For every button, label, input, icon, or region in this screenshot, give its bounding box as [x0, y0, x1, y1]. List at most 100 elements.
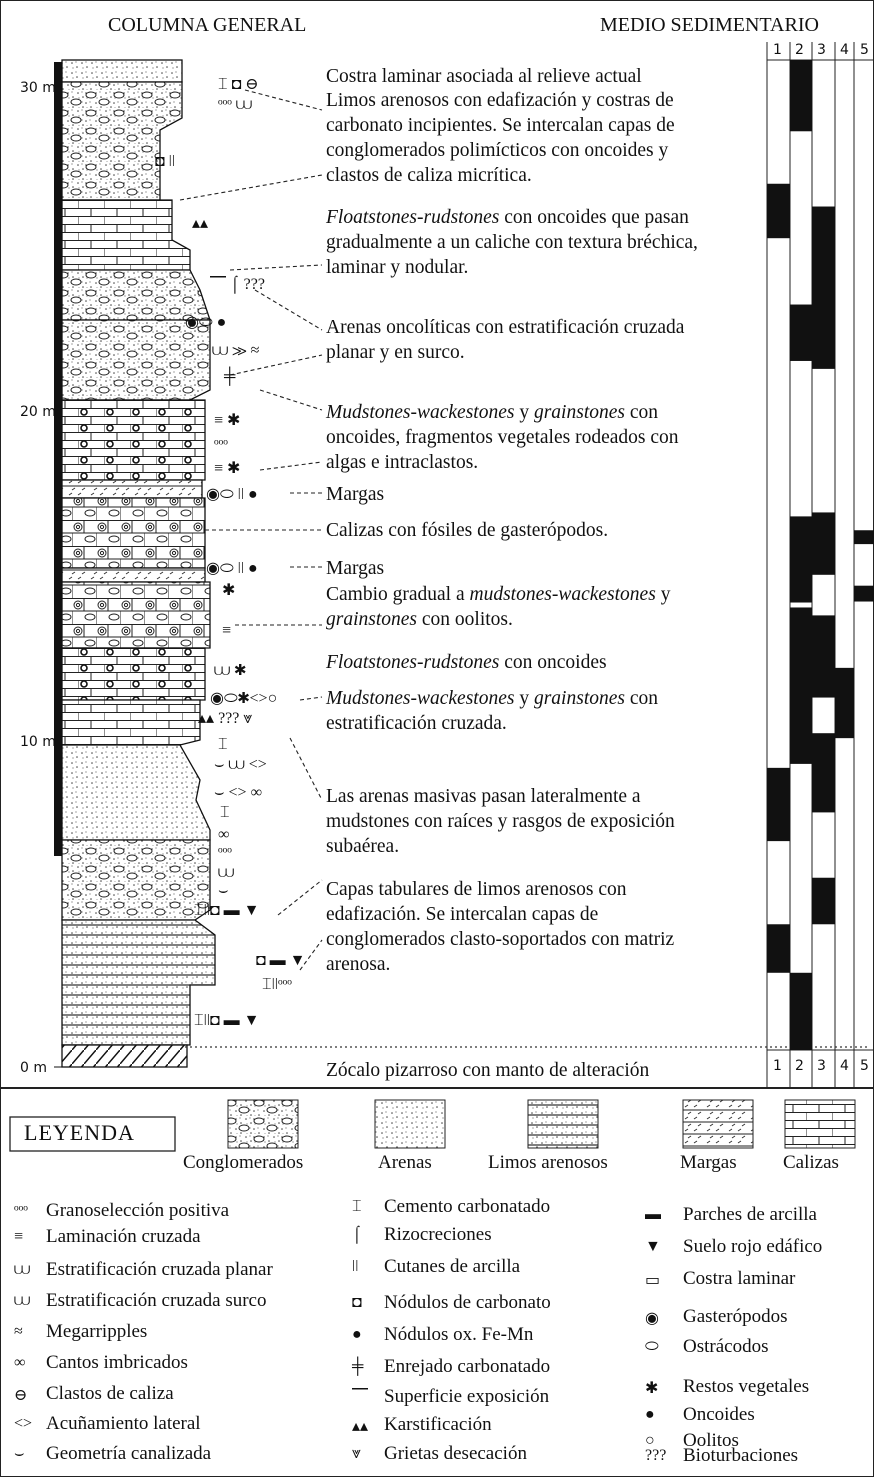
legend-symbol-icon: ● — [645, 1406, 655, 1423]
symbol-laminacion-restos-2: ≡ ✱ — [214, 460, 241, 477]
env-col-3: 3 — [817, 42, 826, 58]
description-text: estratificación cruzada. — [326, 713, 507, 734]
symbol-restos-vegetales: ✱ — [222, 582, 236, 599]
description-line: carbonato incipientes. Se intercalan cap… — [326, 113, 675, 138]
symbol-laminacion-restos: ≡ ✱ — [214, 412, 241, 429]
description-line: planar y en surco. — [326, 340, 684, 365]
description-text: algas e intraclastos. — [326, 452, 479, 473]
italic-term: Mudstones-wackestones — [326, 688, 515, 709]
legend-symbol-icon: ✱ — [645, 1380, 659, 1397]
leader-floatstones — [179, 174, 323, 201]
legend-symbol-icon: ⩊ — [14, 1292, 31, 1309]
leader-arenas-masivas — [289, 737, 323, 801]
legend-symbol-label: Nódulos de carbonato — [384, 1292, 551, 1313]
symbol-superficie-rizocrecion-bioturbacion: ⎺ ⌠ ??? — [210, 276, 265, 293]
description-text: carbonato incipientes. Se intercalan cap… — [326, 115, 675, 136]
description-text: con — [624, 402, 659, 423]
unit-limos-tabulares — [61, 919, 216, 1046]
unit-caliche — [61, 269, 211, 321]
symbol-granoseleccion: ᵒᵒᵒ — [214, 436, 228, 453]
description-text: edafización. Se intercalan capas de — [326, 904, 599, 925]
legend-symbol-label: Costra laminar — [683, 1268, 796, 1289]
italic-term: grainstones — [326, 609, 418, 630]
env-col-4: 4 — [840, 42, 849, 58]
scale-label-0m: 0 m — [20, 1060, 47, 1076]
legend-symbol-icon: ⌶ — [352, 1198, 362, 1215]
description-text: Cambio gradual a — [326, 584, 470, 605]
description-14: Zócalo pizarroso con manto de alteración — [326, 1058, 649, 1083]
env-bar-col3 — [812, 733, 835, 813]
symbol-cemento: ⌶ — [218, 736, 228, 753]
symbol-canal: ⌣ — [218, 882, 229, 899]
description-line: Zócalo pizarroso con manto de alteración — [326, 1058, 649, 1083]
leader-mudstones-2 — [259, 461, 323, 471]
description-line: Mudstones-wackestones y grainstones con — [326, 400, 679, 425]
symbol-imbricados: ∞ — [218, 826, 230, 843]
legend-symbol-icon: ╪ — [352, 1358, 364, 1375]
legend-symbol-label: Nódulos ox. Fe-Mn — [384, 1324, 534, 1345]
legend-symbol-label: Laminación cruzada — [46, 1226, 201, 1247]
swatch-margas — [682, 1099, 754, 1149]
legend-symbol-icon: ◉ — [645, 1310, 659, 1327]
description-line: Capas tabulares de limos arenosos con — [326, 877, 674, 902]
description-line: Costra laminar asociada al relieve actua… — [326, 64, 642, 89]
unit-mudstones-cruzada — [61, 699, 201, 746]
legend-symbol-label: Clastos de caliza — [46, 1383, 174, 1404]
description-text: con oolitos. — [417, 609, 513, 630]
env-bar-col5 — [854, 585, 874, 602]
symbol-karst-bioturb-grietas: ▴▴ ??? ⩔ — [198, 710, 253, 727]
symbol-cemento-cutanes-granoseleccion: ⌶ǀǀᵒᵒᵒ — [262, 976, 292, 993]
description-text: clastos de caliza micrítica. — [326, 165, 532, 186]
legend-symbol-label: Suelo rojo edáfico — [683, 1236, 823, 1257]
scale-label-20m: 20 m — [20, 404, 56, 420]
symbol-karst: ▴▴ — [192, 215, 209, 232]
description-text: Costra laminar asociada al relieve actua… — [326, 66, 642, 87]
description-line: Mudstones-wackestones y grainstones con — [326, 686, 658, 711]
symbol-cemento-2: ⌶ — [220, 804, 230, 821]
description-10: Floatstones-rudstones con oncoides — [326, 650, 607, 675]
legend-title: LEYENDA — [24, 1120, 135, 1145]
unit-gasteropodos — [61, 497, 206, 569]
env-bar-col1 — [767, 767, 790, 842]
description-line: Limos arenosos con edafización y costras… — [326, 88, 675, 113]
legend-symbol-label: Oolitos — [683, 1430, 739, 1451]
env-bar-col1 — [767, 924, 790, 973]
legend-symbol-icon: ᵒᵒᵒ — [14, 1202, 28, 1219]
lithology-label-arenas: Arenas — [378, 1152, 432, 1173]
description-text: y — [514, 402, 534, 423]
unit-margas-upper — [61, 479, 203, 499]
env-bar-col2 — [790, 516, 812, 603]
description-line: grainstones con oolitos. — [326, 607, 670, 632]
symbol-granoseleccion-surco: ᵒᵒᵒ ⩊ — [218, 96, 253, 113]
description-text: planar y en surco. — [326, 342, 465, 363]
description-line: Calizas con fósiles de gasterópodos. — [326, 518, 608, 543]
leader-capas-tabulares-2 — [299, 939, 323, 971]
description-text: Zócalo pizarroso con manto de alteración — [326, 1060, 650, 1081]
legend-symbol-icon: ● — [352, 1326, 362, 1343]
description-line: subaérea. — [326, 834, 675, 859]
legend-symbol-label: Bioturbaciones — [683, 1445, 799, 1466]
env-col-5-bottom: 5 — [860, 1058, 869, 1074]
leader-arenas-oncoliticas-2 — [229, 354, 323, 376]
unit-mudstones-upper — [61, 399, 206, 481]
legend-symbol-label: Rizocreciones — [384, 1224, 492, 1245]
description-text: subaérea. — [326, 836, 400, 857]
symbol-cruzada-megarripples: ⩊ ≫ ≈ — [212, 342, 260, 359]
lithology-label-conglomerados: Conglomerados — [183, 1152, 304, 1173]
env-bar-col3 — [812, 615, 835, 698]
header-left: COLUMNA GENERAL — [108, 14, 307, 36]
italic-term: grainstones — [533, 402, 625, 423]
env-bar-col5 — [854, 530, 874, 545]
legend-symbol-label: Acuñamiento lateral — [46, 1413, 201, 1434]
env-col-5: 5 — [860, 42, 869, 58]
italic-term: grainstones — [533, 688, 625, 709]
description-text: Limos arenosos con edafización y costras… — [326, 90, 674, 111]
italic-term: mudstones-wackestones — [469, 584, 656, 605]
lithologic-units — [61, 59, 868, 1068]
description-text: Calizas con fósiles de gasterópodos. — [326, 520, 609, 541]
italic-term: Floatstones-rudstones — [326, 207, 500, 228]
description-text: con oncoides — [499, 652, 607, 673]
description-line: algas e intraclastos. — [326, 450, 679, 475]
description-line: conglomerados polimícticos con oncoides … — [326, 138, 675, 163]
